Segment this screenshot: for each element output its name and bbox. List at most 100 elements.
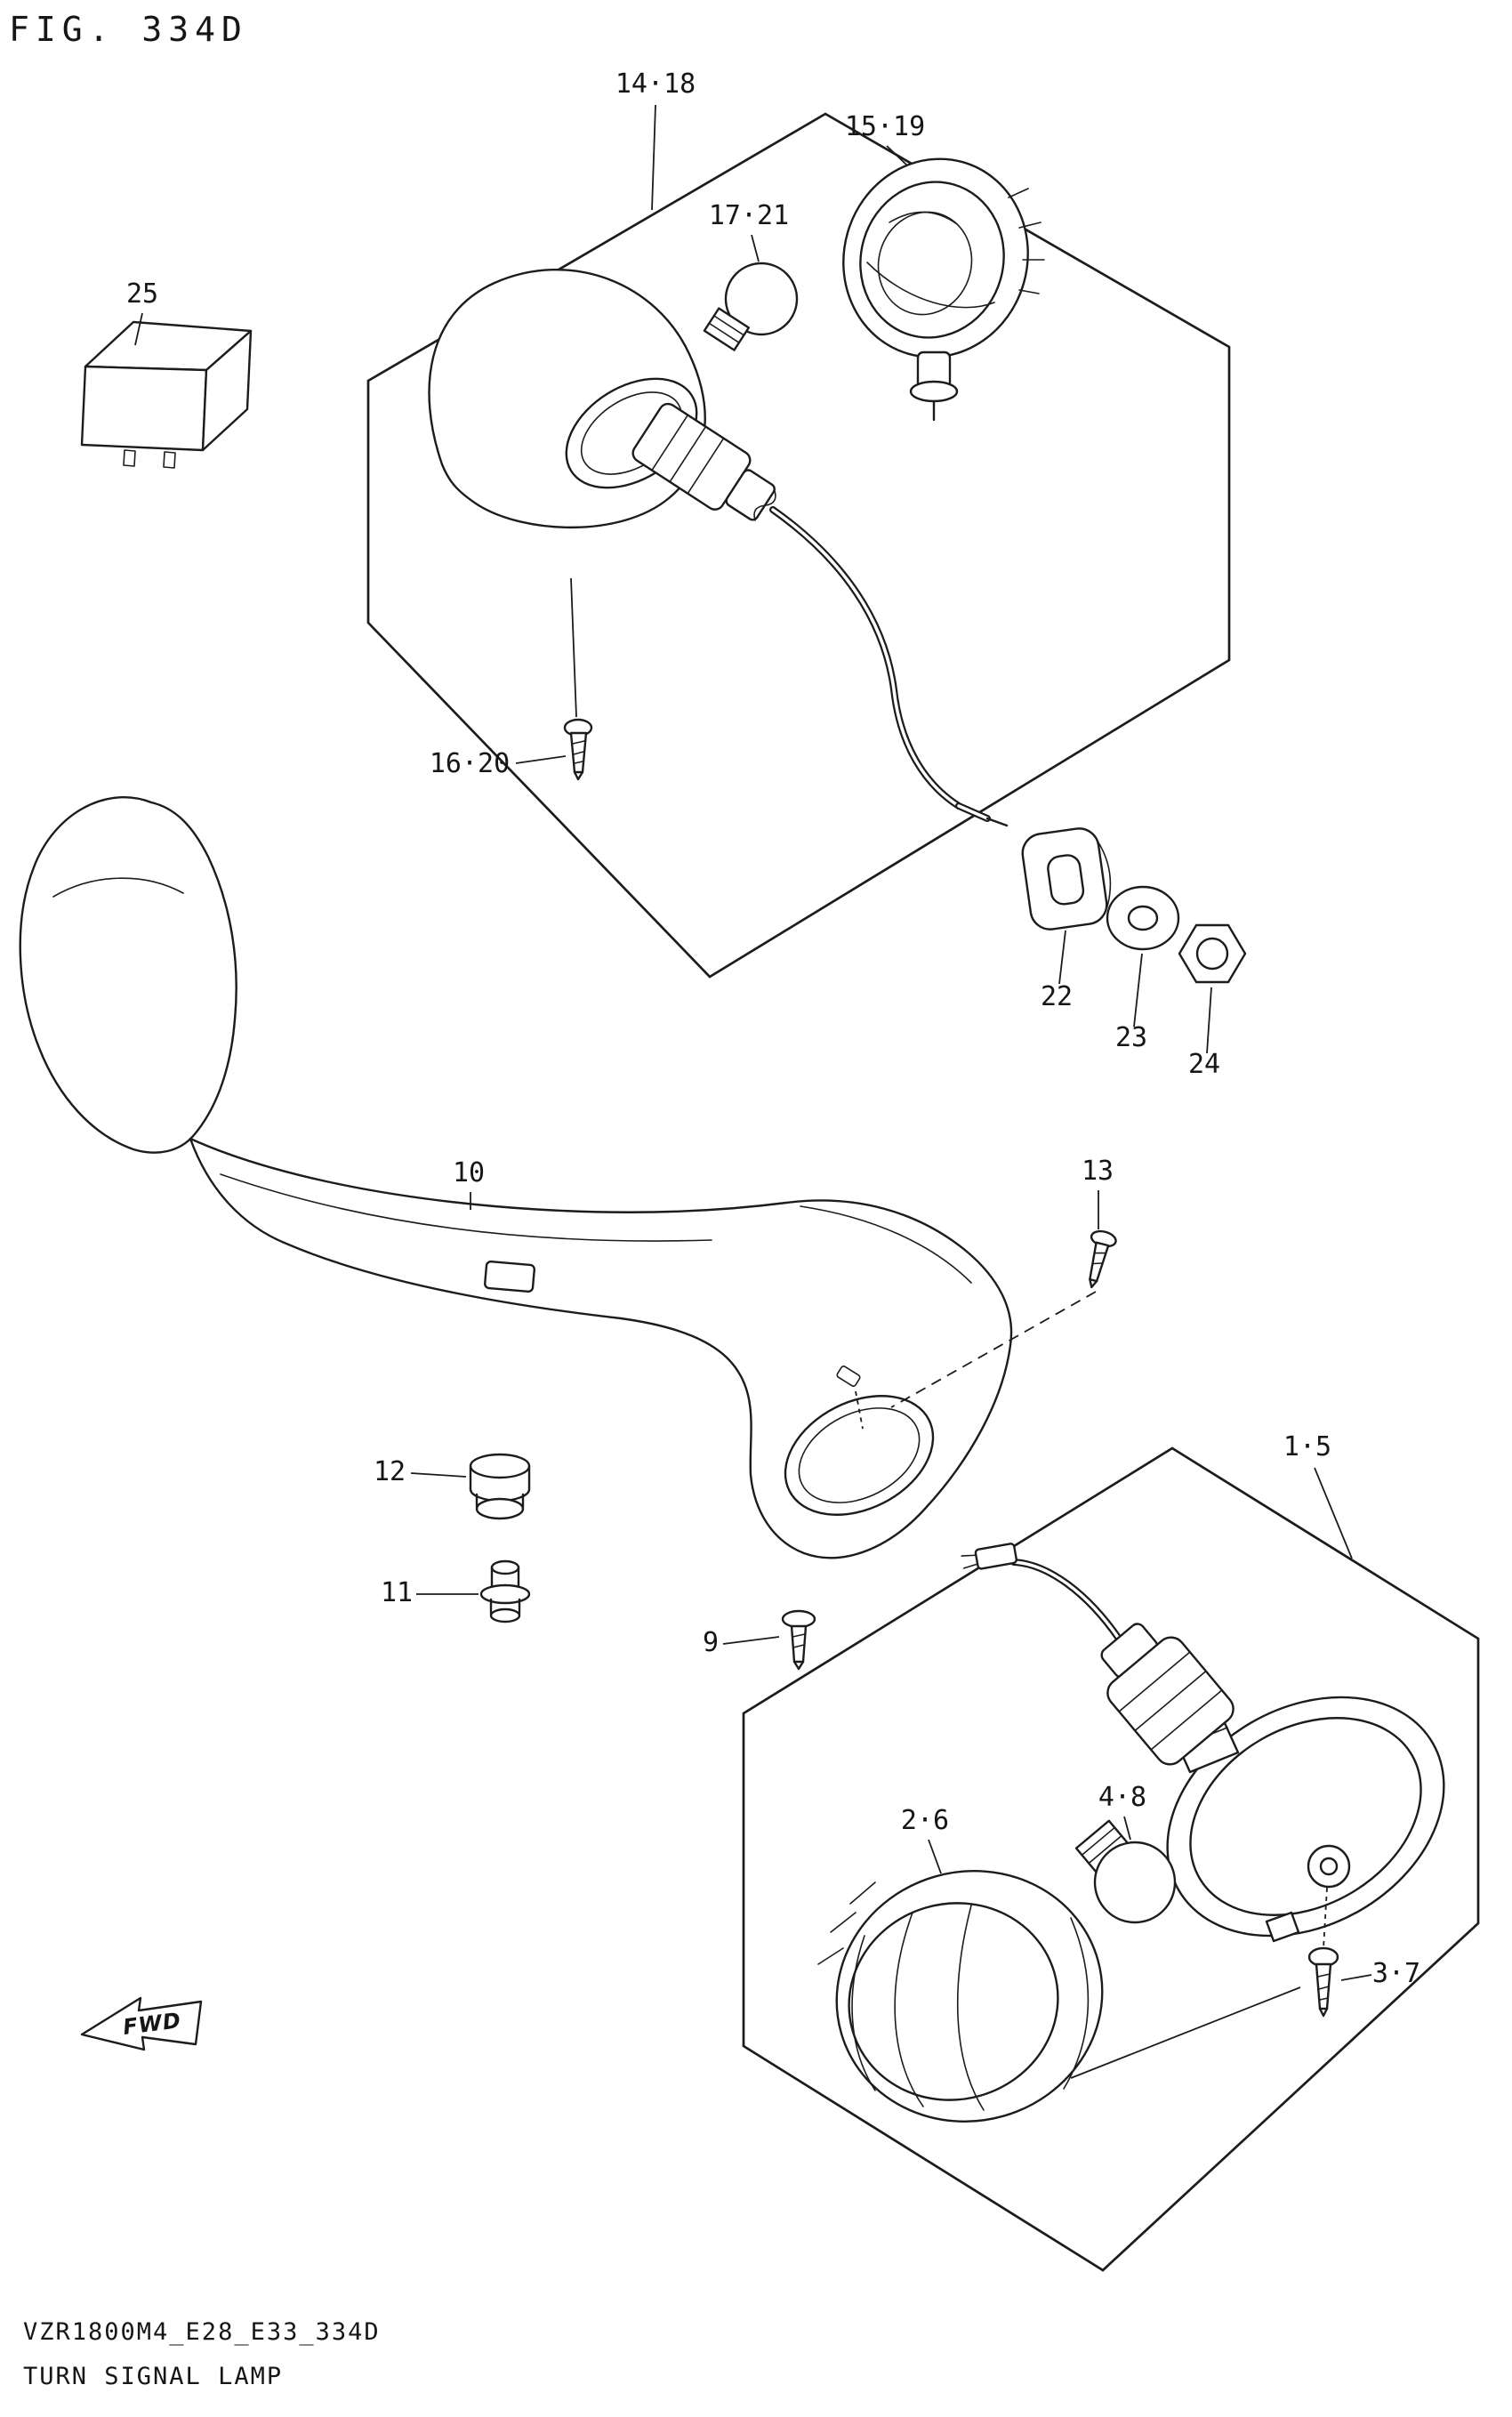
screw13-tip bbox=[1089, 1278, 1098, 1289]
leader-22 bbox=[1058, 930, 1066, 985]
grommet-flange bbox=[1097, 841, 1112, 908]
rear-lens-hatching bbox=[817, 1881, 876, 1965]
housing-stem-flange bbox=[909, 380, 959, 403]
leader-17-21 bbox=[751, 234, 760, 262]
rear-lamp-boot bbox=[1100, 1623, 1235, 1766]
grommet12-bottom bbox=[475, 1497, 525, 1520]
housing-bail-wire bbox=[866, 262, 995, 309]
front-lamp-group-boundary bbox=[366, 112, 1231, 979]
nut-24 bbox=[1178, 923, 1247, 984]
rear-bulb-base-threads bbox=[1081, 1826, 1122, 1865]
rear-connector-pins bbox=[961, 1554, 978, 1569]
rear-lamp-group-boundary bbox=[742, 1446, 1480, 2272]
rear-lens-rim-arc bbox=[851, 1935, 876, 2091]
socket-spring bbox=[753, 489, 776, 521]
washer-outer bbox=[1106, 885, 1180, 951]
front-wire-terminal-core bbox=[957, 804, 989, 820]
callout-23: 23 bbox=[1115, 1022, 1147, 1053]
turn-signal-relay bbox=[80, 320, 253, 469]
rear-bulb bbox=[1074, 1819, 1177, 1924]
rear-housing-boss-hole bbox=[1319, 1857, 1339, 1876]
rear-lens-flute-2 bbox=[956, 1905, 985, 2111]
grommet-22 bbox=[1021, 827, 1112, 931]
housing-vent-slits bbox=[1008, 188, 1045, 294]
figure-caption: TURN SIGNAL LAMP bbox=[23, 2363, 283, 2390]
leader-9 bbox=[722, 1636, 780, 1645]
washer-hole bbox=[1127, 905, 1159, 931]
rear-housing-tab bbox=[1265, 1911, 1300, 1943]
rear-turn-signal-assembly bbox=[817, 1543, 1445, 2123]
bolt11-head-top bbox=[490, 1559, 520, 1575]
grommet-body bbox=[1021, 827, 1108, 931]
callout-14-18: 14·18 bbox=[615, 68, 696, 100]
cover-lamp-hole-outer bbox=[784, 1395, 935, 1516]
socket-ribs bbox=[651, 414, 725, 495]
handlebar-cover bbox=[19, 796, 1013, 1559]
cover-slot bbox=[484, 1260, 535, 1293]
rear-lamp-wire bbox=[1010, 1559, 1122, 1642]
figure-code: VZR1800M4_E28_E33_334D bbox=[23, 2318, 381, 2346]
front-lamp-socket bbox=[631, 402, 776, 521]
cover-band-accent-right bbox=[800, 1205, 972, 1284]
callout-leaders bbox=[134, 104, 1372, 1981]
washer-23 bbox=[1106, 885, 1180, 951]
leader-2-6 bbox=[928, 1839, 942, 1874]
screw9-threads bbox=[792, 1633, 806, 1648]
callout-1-5: 1·5 bbox=[1283, 1431, 1331, 1462]
grommet12-lower-sides bbox=[475, 1493, 525, 1509]
nut-hole bbox=[1195, 937, 1229, 971]
rear-lamp-wire-core bbox=[1012, 1560, 1121, 1640]
rear-lens bbox=[817, 1870, 1104, 2123]
callout-3-7: 3·7 bbox=[1372, 1958, 1420, 1989]
callout-12: 12 bbox=[374, 1456, 406, 1487]
leader-24 bbox=[1206, 987, 1212, 1054]
boot-ribs bbox=[1118, 1651, 1223, 1751]
callout-10: 10 bbox=[453, 1157, 485, 1188]
leader-25 bbox=[134, 312, 143, 346]
front-bulb-base-shell bbox=[703, 307, 751, 351]
front-bulb-glass bbox=[724, 262, 799, 336]
leader-15-19 bbox=[886, 145, 908, 166]
callout-4-8: 4·8 bbox=[1098, 1782, 1146, 1813]
boss-to-screw-dash bbox=[1323, 1887, 1328, 1949]
nut-body bbox=[1178, 923, 1247, 984]
figure-title: FIG. 334D bbox=[9, 10, 248, 49]
rear-lamp-housing bbox=[1166, 1696, 1445, 1943]
leader-12 bbox=[410, 1472, 467, 1478]
grommet-hole bbox=[1047, 854, 1085, 906]
rear-housing-boss bbox=[1307, 1844, 1351, 1889]
callout-25: 25 bbox=[126, 278, 158, 310]
cover-lamp-hole-inner bbox=[798, 1407, 921, 1503]
front-lamp-wire-core bbox=[771, 508, 961, 808]
screw9-head bbox=[781, 1609, 816, 1629]
front-bulb bbox=[703, 262, 799, 351]
cover-band bbox=[189, 1137, 1013, 1559]
screw13-threads bbox=[1091, 1252, 1106, 1265]
screw9-tip bbox=[792, 1660, 805, 1671]
callout-9: 9 bbox=[703, 1627, 719, 1658]
housing-outer bbox=[842, 157, 1029, 359]
rear-mount-screw bbox=[1307, 1946, 1339, 2018]
rear-lens-inner bbox=[848, 1902, 1059, 2101]
callout-13: 13 bbox=[1082, 1156, 1114, 1187]
rear-lens-back-rim bbox=[1063, 1917, 1090, 2090]
callout-24: 24 bbox=[1188, 1049, 1220, 1080]
front-lamp-housing bbox=[842, 157, 1045, 422]
cover-wing-accent bbox=[52, 877, 184, 898]
housing-notch bbox=[889, 211, 958, 225]
housing-inner bbox=[859, 181, 1005, 339]
clip-alignment-dash bbox=[855, 1390, 864, 1430]
callout-labels: 25 14·18 15·19 17·21 16·20 22 23 24 10 1… bbox=[126, 68, 1420, 1989]
bolt11-shaft-sides bbox=[489, 1598, 521, 1615]
callout-15-19: 15·19 bbox=[845, 111, 925, 142]
front-screw-tip bbox=[573, 770, 584, 781]
screw-13 bbox=[1089, 1229, 1117, 1289]
screw37-tip bbox=[1318, 2007, 1329, 2018]
leader-1-5 bbox=[1314, 1467, 1353, 1559]
front-wire-terminal-tip bbox=[985, 817, 1009, 827]
bolt11-flange bbox=[479, 1583, 531, 1605]
front-bulb-base bbox=[703, 307, 751, 351]
front-screw-axis-line bbox=[570, 577, 577, 718]
